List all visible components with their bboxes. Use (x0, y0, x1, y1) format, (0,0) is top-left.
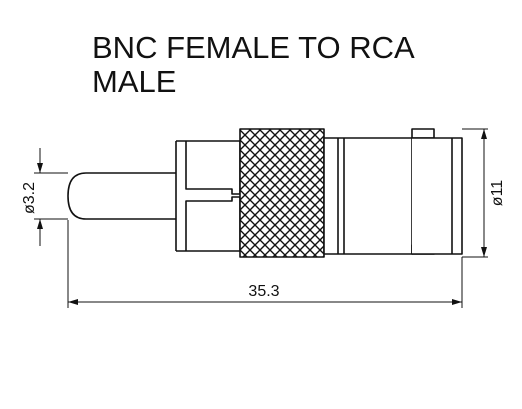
length-dim-arrow-right (452, 299, 462, 305)
rca-pin (67, 172, 176, 220)
body-dim-arrow-bottom (481, 247, 487, 257)
body-diameter-label: ø11 (489, 180, 506, 206)
pin-dim-arrow-bottom (37, 219, 43, 229)
title-line-1: BNC FEMALE TO RCA (92, 30, 415, 65)
bnc-sleeve (412, 137, 463, 255)
pin-diameter-label: ø3.2 (21, 182, 38, 214)
rca-sleeve-lower (176, 196, 241, 252)
overall-length-label: 35.3 (248, 283, 279, 300)
pin-dim-arrow-top (37, 163, 43, 173)
bnc-lug-top (411, 128, 435, 139)
title-line-2: MALE (92, 64, 177, 99)
length-dim-arrow-left (68, 299, 78, 305)
knurled-ring (239, 128, 325, 258)
rca-sleeve-upper (176, 140, 241, 195)
body-dim-arrow-top (481, 129, 487, 139)
